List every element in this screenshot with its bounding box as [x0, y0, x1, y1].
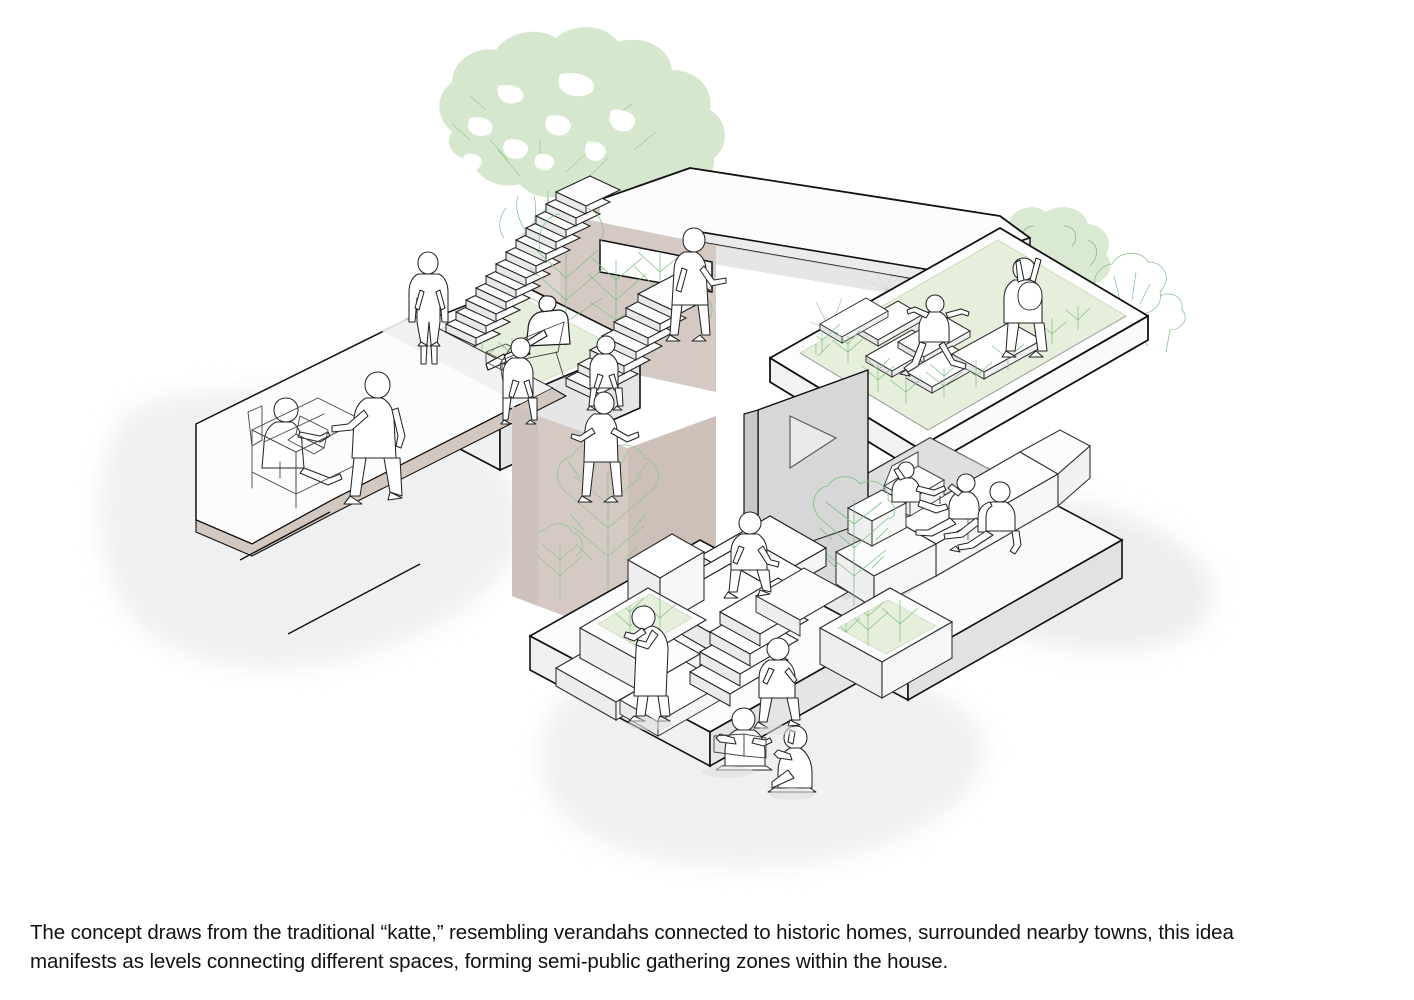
caption-line-1: The concept draws from the traditional “… — [30, 921, 1234, 944]
figure-step-sitting — [753, 637, 801, 729]
deck-palm-cluster — [529, 207, 713, 346]
grand-stair — [434, 175, 622, 359]
figure-armchair — [891, 461, 949, 514]
planter-sapling — [813, 476, 896, 606]
planter-boxes — [818, 587, 954, 699]
wall-triangular-opening — [789, 415, 838, 470]
figure-stair-standing — [408, 251, 449, 365]
book — [713, 733, 767, 759]
figure-seated-steps — [586, 335, 624, 411]
figure-gardening — [623, 605, 671, 722]
verandah-ground-line-2 — [287, 563, 421, 635]
axonometric-svg — [100, 27, 1214, 868]
figure-sofa-pair-a — [915, 473, 982, 540]
figure-sofa-pair-b — [949, 481, 1022, 555]
verandah-edge-beige — [195, 387, 568, 557]
canopy-tree-main — [439, 27, 725, 253]
verandah-ground-line — [239, 511, 331, 561]
warm-wall-center — [538, 416, 628, 640]
caption: The concept draws from the traditional “… — [30, 918, 1370, 976]
sofa-back-front — [1057, 444, 1091, 508]
living-floor-fascia-right — [907, 538, 1123, 702]
canopy-gaps — [462, 73, 636, 171]
stepping-stone — [819, 297, 889, 344]
figure-stone-hop-a — [899, 294, 970, 377]
canopy-mass — [439, 27, 725, 204]
figure-shadows — [628, 718, 814, 800]
figure-walking-left — [331, 371, 406, 505]
canopy-branches — [451, 95, 657, 253]
roof-underside-shade — [570, 228, 930, 300]
figure-walking-roof — [665, 227, 727, 342]
axonometric-drawing — [100, 27, 1214, 868]
figure-sofa-laptop — [247, 397, 363, 509]
figure-seated-ledge — [500, 337, 538, 425]
verandah-to-wall-edge — [512, 406, 538, 606]
figure-descending — [570, 391, 640, 503]
figure-stone-hop-b — [1001, 257, 1048, 358]
caption-line-2: manifests as levels connecting different… — [30, 950, 949, 973]
figure-floor-reading — [713, 707, 773, 771]
figure-on-block — [723, 511, 780, 599]
katte-side-slab — [754, 567, 850, 637]
stair-tread — [554, 175, 622, 215]
